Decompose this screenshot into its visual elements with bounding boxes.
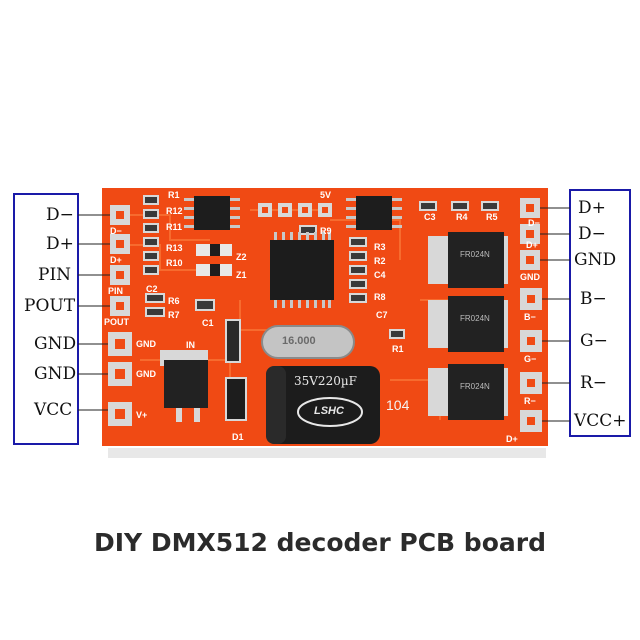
ic-top-middle — [356, 196, 392, 230]
pcb-text-c4: C4 — [374, 270, 386, 280]
caption: DIY DMX512 decoder PCB board — [94, 528, 546, 557]
ic-chips — [184, 196, 402, 308]
electrolytic-capacitor — [266, 366, 380, 444]
pcb-text-mosfet-1: FR024N — [460, 250, 490, 259]
ic-top-left — [194, 196, 230, 230]
zener-diodes — [196, 244, 232, 276]
left-label-pin: PIN — [38, 265, 72, 285]
smd-resistors — [143, 195, 499, 339]
pcb-text-in: IN — [186, 340, 195, 350]
right-pin-pads — [520, 198, 542, 432]
left-label-d-minus: D− — [46, 205, 74, 225]
pcb-text-r13: R13 — [166, 243, 183, 253]
diode-d1 — [225, 377, 247, 421]
voltage-regulator — [160, 350, 208, 422]
pcb-pad-label: GND — [136, 339, 156, 349]
right-label-r-minus: R− — [580, 373, 608, 393]
pcb-pad-label: D− — [110, 226, 122, 236]
pcb-text-r2: R2 — [374, 256, 386, 266]
left-pin-pads — [108, 205, 132, 426]
right-label-g-minus: G− — [580, 331, 608, 351]
ic-microcontroller — [270, 240, 334, 300]
pcb-pad-label: D+ — [506, 434, 518, 444]
pcb-text-c2: C2 — [146, 284, 158, 294]
pcb-pad-label: PIN — [108, 286, 124, 296]
left-label-d-plus: D+ — [46, 234, 74, 254]
left-label-vcc: VCC — [34, 400, 73, 420]
right-label-d-minus: D− — [578, 224, 606, 244]
pcb-text-d1: D1 — [232, 432, 244, 442]
pcb-pad-label: V+ — [136, 410, 148, 420]
callout-lines — [13, 189, 631, 445]
pcb-text-cap-brand: LSHC — [314, 405, 344, 417]
pcb-text-mosfet-2: FR024N — [460, 314, 490, 323]
pcb-text-r7: R7 — [168, 310, 180, 320]
crystal-oscillator — [261, 325, 355, 359]
pcb-text-c7: C7 — [376, 310, 388, 320]
pcb-text-r1: R1 — [168, 190, 180, 200]
pcb-pad-label: D+ — [110, 255, 122, 265]
pcb-text-z1: Z1 — [236, 270, 247, 280]
pcb-text-cap-series: 104 — [386, 397, 410, 413]
pcb-pad-label: GND — [520, 272, 540, 282]
pcb-pad-label: POUT — [104, 317, 130, 327]
left-callout-box — [13, 193, 79, 445]
pcb-text-r12: R12 — [166, 206, 183, 216]
mosfets — [428, 232, 508, 420]
pcb-text-r11: R11 — [166, 222, 183, 232]
right-callout-box — [569, 189, 631, 437]
pcb-pad-label: D− — [528, 218, 540, 228]
top-pads — [258, 203, 332, 217]
pcb-text-r3: R3 — [374, 242, 386, 252]
pcb-text-c1: C1 — [202, 318, 214, 328]
left-label-gnd-2: GND — [34, 364, 77, 384]
pcb-board — [102, 188, 548, 458]
pcb-text-mosfet-3: FR024N — [460, 382, 490, 391]
pcb-pad-label: GND — [136, 369, 156, 379]
pcb-pad-label: D+ — [526, 240, 538, 250]
pcb-text-5v: 5V — [320, 190, 332, 200]
capacitor-c1 — [225, 319, 241, 363]
right-label-vcc-plus: VCC+ — [574, 411, 627, 431]
pcb-text-r9: R9 — [320, 226, 332, 236]
pcb-text-r1b: R1 — [392, 344, 404, 354]
pcb-text-r6: R6 — [168, 296, 180, 306]
right-label-d-plus: D+ — [578, 198, 606, 218]
pcb-text-z2: Z2 — [236, 252, 247, 262]
right-label-b-minus: B− — [580, 289, 607, 309]
right-label-gnd: GND — [574, 250, 617, 270]
pcb-text-r8: R8 — [374, 292, 386, 302]
pcb-pad-label: B− — [524, 312, 536, 322]
left-label-pout: POUT — [24, 296, 76, 316]
pcb-text-c3: C3 — [424, 212, 436, 222]
pcb-text-cap-value: 35V220µF — [294, 374, 357, 388]
pcb-text-crystal: 16.000 — [282, 335, 316, 347]
pcb-text-r4: R4 — [456, 212, 468, 222]
pcb-pad-label: R− — [524, 396, 536, 406]
pcb-text-r5: R5 — [486, 212, 498, 222]
pcb-text-r10: R10 — [166, 258, 183, 268]
pcb-pad-label: G− — [524, 354, 537, 364]
left-label-gnd-1: GND — [34, 334, 77, 354]
